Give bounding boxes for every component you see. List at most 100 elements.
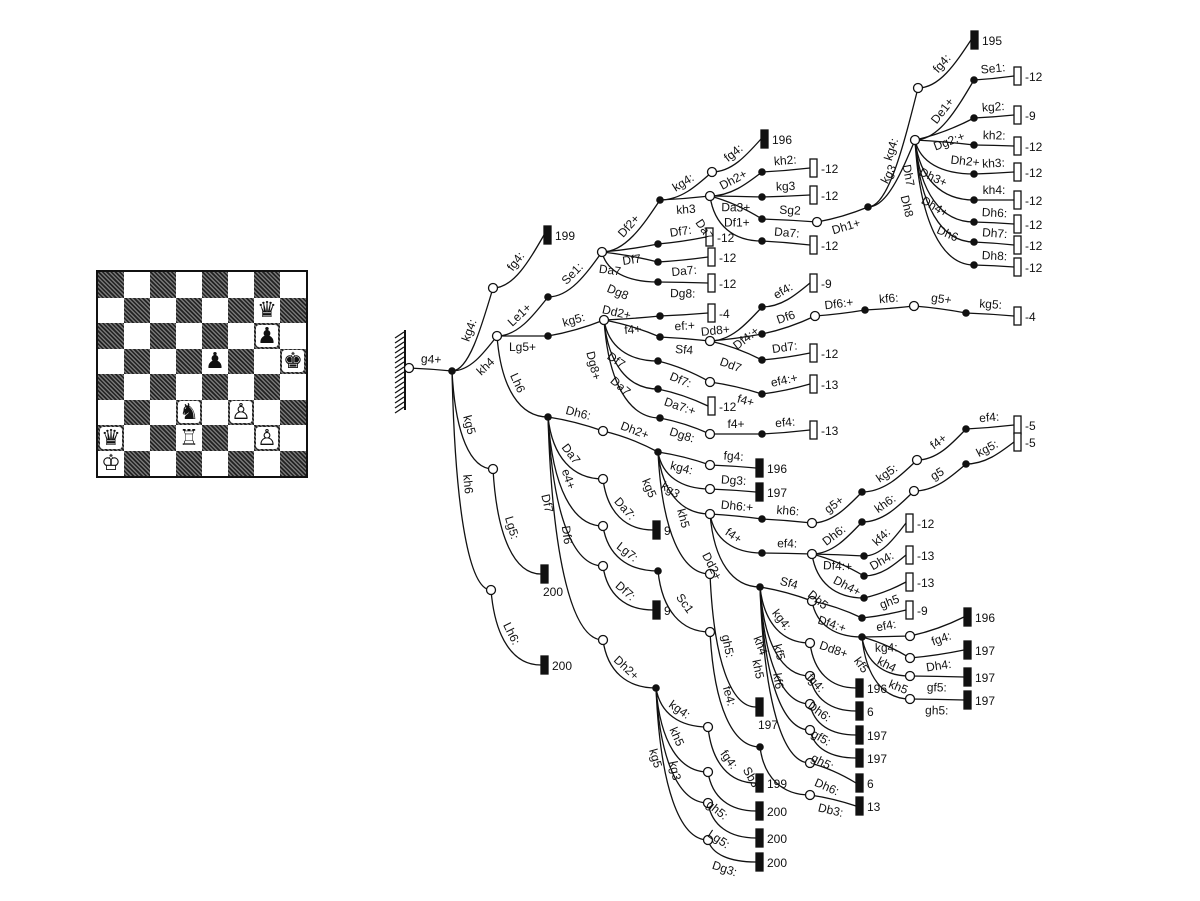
leaf-score: 200 [552, 659, 572, 673]
open-node [704, 428, 716, 440]
move-label: Dd2+ [601, 302, 632, 322]
move-label: kg3 [666, 760, 684, 782]
move-label: Dh4: [867, 548, 896, 573]
move-label: Df1+ [724, 216, 750, 230]
edge [761, 167, 811, 173]
move-label: Dd8+ [818, 638, 850, 661]
square-c4 [150, 374, 176, 400]
edge [809, 675, 857, 712]
open-node [806, 595, 818, 607]
win-leaf [855, 725, 864, 745]
leaf-score: 196 [772, 133, 792, 147]
move-label: kh4 [750, 634, 770, 657]
leaf-score: 197 [767, 486, 787, 500]
filled-node [756, 583, 764, 591]
edge [659, 195, 711, 201]
edge [408, 367, 453, 372]
square-e5: ♟ [202, 349, 228, 375]
edge [547, 416, 604, 527]
win-leaf [540, 655, 549, 675]
move-label: kg4: [875, 640, 898, 654]
black-queen-icon: ♛ [257, 297, 277, 323]
open-node [487, 282, 499, 294]
filled-node [864, 203, 872, 211]
leaf-score: -12 [821, 189, 839, 203]
filled-node [970, 238, 978, 246]
move-label: Dh6: [805, 699, 834, 725]
open-node [904, 652, 916, 664]
edge [492, 468, 542, 575]
square-g7: ♛ [254, 298, 280, 324]
move-label: kh4 [875, 654, 899, 675]
edge [657, 256, 709, 263]
edge [863, 554, 907, 577]
move-label: Dh6:+ [720, 498, 754, 515]
win-leaf [855, 748, 864, 768]
leaf-score: 197 [975, 671, 995, 685]
filled-node [758, 168, 766, 176]
filled-node [544, 332, 552, 340]
square-f7 [228, 297, 254, 323]
edge [547, 416, 604, 480]
edge [809, 703, 857, 736]
open-node [704, 568, 716, 580]
edge [707, 802, 757, 839]
win-leaf [652, 600, 661, 620]
open-node [811, 216, 823, 228]
leaf-score: -5 [1025, 419, 1036, 433]
edge [761, 429, 811, 435]
leaf-score: 196 [767, 462, 787, 476]
square-a2: ♛ [98, 425, 124, 451]
move-label: Da7 [608, 374, 634, 399]
leaf-score: -13 [917, 549, 935, 563]
edge [709, 195, 763, 242]
square-e4 [202, 374, 228, 400]
edge [547, 416, 604, 567]
edge [913, 305, 967, 314]
win-leaf [755, 773, 764, 793]
edge [657, 281, 709, 284]
win-leaf [855, 773, 864, 793]
open-node [702, 721, 714, 733]
move-label: Dh1+ [830, 216, 862, 238]
move-label: Dh8: [981, 248, 1007, 263]
edge [659, 312, 709, 317]
move-label: kg5: [873, 461, 900, 485]
square-d3: ♞ [176, 399, 202, 425]
open-node [597, 560, 609, 572]
open-node [598, 314, 610, 326]
move-label: ef:+ [674, 318, 695, 333]
move-label: Dh6: [812, 775, 841, 798]
move-label: Le1+ [505, 300, 534, 329]
open-node [702, 766, 714, 778]
move-label: Lh6: [500, 620, 523, 647]
edge [496, 335, 549, 418]
move-label: Df4:+ [823, 558, 853, 573]
edge [657, 236, 707, 245]
loss-leaf [1013, 190, 1022, 210]
filled-node [758, 330, 766, 338]
move-label: Dh6: [820, 522, 849, 549]
leaf-score: 200 [543, 585, 563, 599]
filled-node [756, 743, 764, 751]
win-leaf [755, 482, 764, 502]
move-label: f4+ [624, 322, 642, 337]
move-label: Db3: [817, 800, 845, 820]
loss-leaf [1013, 66, 1022, 86]
move-label: kh4 [474, 354, 498, 378]
move-label: Lg5+ [509, 340, 536, 354]
leaf-score: 6 [867, 705, 874, 719]
leaf-score: 200 [767, 805, 787, 819]
win-leaf [755, 801, 764, 821]
leaf-score: -12 [821, 162, 839, 176]
leaf-score: 197 [975, 694, 995, 708]
leaf-score: -12 [821, 239, 839, 253]
edge [655, 687, 709, 773]
open-node [908, 485, 920, 497]
filled-node [858, 633, 866, 641]
filled-node [758, 215, 766, 223]
move-label: De1+ [928, 95, 957, 127]
edge [973, 264, 1015, 268]
loss-leaf [1013, 306, 1022, 326]
move-label: Dd8+ [700, 322, 730, 339]
